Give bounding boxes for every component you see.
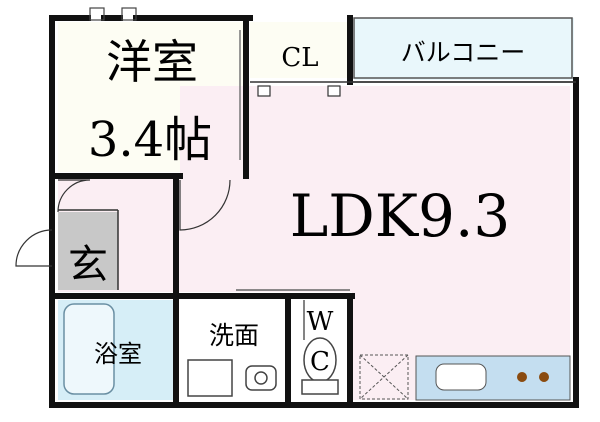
balcony-floor [354,18,574,80]
kitchen-counter [415,355,571,401]
bathroom-label: 浴室 [94,340,142,368]
washbasin [187,359,277,397]
entrance-floor [58,212,118,290]
stove-burner-icon [517,372,527,382]
toilet-label-w: W [307,307,334,337]
closet-floor [250,22,348,78]
bathtub [63,303,115,395]
door-swings [15,7,305,340]
ldk-label: LDK9.3 [290,182,511,250]
walls [49,15,579,408]
ldk-floor [180,86,570,400]
washroom-label: 洗面 [209,321,259,350]
balcony-label: バルコニー [401,38,526,67]
western-room-size: 3.4帖 [88,112,212,168]
thin-lines [58,17,576,291]
toilet-label-c: C [310,347,330,377]
entrance-label: 玄 [68,242,108,288]
western-room-name: 洋室 [106,35,198,89]
toilet-bowl [301,337,339,395]
closet-door-marks [257,85,341,97]
closet-label: CL [281,43,318,73]
fridge-space [359,354,409,400]
stove-burner-icon [539,372,549,382]
